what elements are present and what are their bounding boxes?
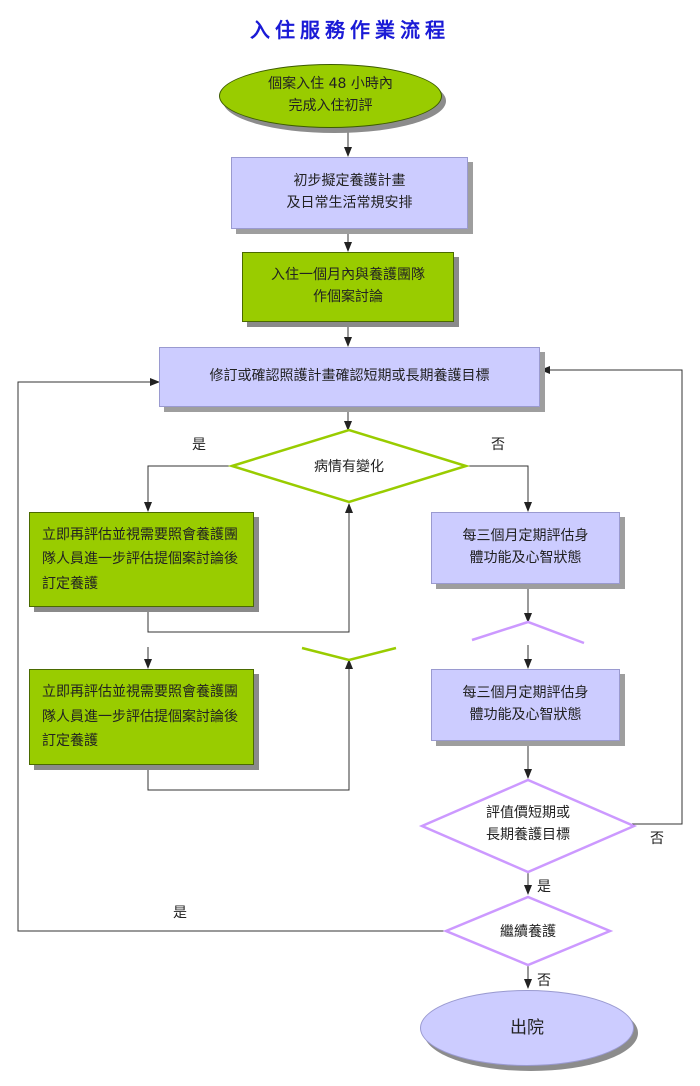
- discharge-node-text: 出院: [510, 1017, 544, 1038]
- quarterly-node-a-line1: 每三個月定期評估身: [462, 528, 589, 545]
- meeting-node-line2: 作個案討論: [313, 289, 383, 305]
- condition-text: 病情有變化: [314, 459, 384, 475]
- evaluate-text-line1: 評值價短期或: [486, 805, 570, 821]
- label-yes-evaluate: 是: [537, 879, 551, 895]
- arrow-reassess-b-loop: [147, 659, 353, 791]
- start-node-line2: 完成入住初評: [288, 98, 373, 114]
- arrow-evaluate-no-loop: [540, 366, 683, 825]
- arrow-condition-no: [466, 465, 532, 512]
- reassess-node-b-text: 立即再評估並視需要照會養護團隊人員進一步評估提個案討論後訂定養護: [42, 684, 238, 750]
- label-no-continue: 否: [537, 973, 551, 989]
- label-yes-condition: 是: [192, 437, 206, 453]
- meeting-node: 入住一個月內與養護團隊 作個案討論: [242, 252, 454, 322]
- label-no-condition: 否: [491, 437, 505, 453]
- arrow-reassess-a-loop: [147, 503, 353, 633]
- start-node-line1: 個案入住 48 小時內: [268, 76, 393, 93]
- quarterly-node-b: 每三個月定期評估身 體功能及心智狀態: [431, 669, 620, 741]
- reassess-node-b: 立即再評估並視需要照會養護團隊人員進一步評估提個案討論後訂定養護: [29, 669, 254, 765]
- label-yes-continue: 是: [173, 905, 187, 921]
- plan-node-line1: 初步擬定養護計畫: [293, 173, 406, 190]
- plan-node-line2: 及日常生活常規安排: [286, 195, 413, 211]
- quarterly-node-a: 每三個月定期評估身 體功能及心智狀態: [431, 512, 620, 584]
- revise-node-text: 修訂或確認照護計畫確認短期或長期養護目標: [209, 368, 490, 385]
- continue-text: 繼續養護: [500, 924, 556, 940]
- label-no-evaluate: 否: [650, 831, 664, 847]
- start-node: 個案入住 48 小時內 完成入住初評: [219, 64, 442, 128]
- meeting-node-line1: 入住一個月內與養護團隊: [271, 267, 425, 284]
- evaluate-text: 評值價短期或 長期養護目標: [468, 802, 588, 847]
- decision-condition-diamond: [227, 428, 471, 504]
- evaluate-text-line2: 長期養護目標: [486, 827, 570, 844]
- arrow-continue-yes-loop: [17, 378, 446, 932]
- decision-evaluate-diamond: [418, 778, 638, 874]
- decision-green-partial: [301, 646, 397, 662]
- revise-node: 修訂或確認照護計畫確認短期或長期養護目標: [159, 347, 540, 407]
- quarterly-node-a-line2: 體功能及心智狀態: [469, 550, 582, 566]
- page-title: 入住服務作業流程: [250, 18, 450, 42]
- discharge-node: 出院: [420, 990, 634, 1066]
- quarterly-node-b-line2: 體功能及心智狀態: [469, 707, 582, 723]
- plan-node: 初步擬定養護計畫 及日常生活常規安排: [231, 157, 468, 229]
- decision-purple-partial: [471, 620, 585, 645]
- arrow-condition-yes: [144, 465, 232, 512]
- reassess-node-a: 立即再評估並視需要照會養護團隊人員進一步評估提個案討論後訂定養護: [29, 512, 254, 607]
- quarterly-node-b-line1: 每三個月定期評估身: [462, 685, 589, 702]
- reassess-node-a-text: 立即再評估並視需要照會養護團隊人員進一步評估提個案討論後訂定養護: [42, 526, 238, 592]
- decision-continue-diamond: [442, 895, 614, 967]
